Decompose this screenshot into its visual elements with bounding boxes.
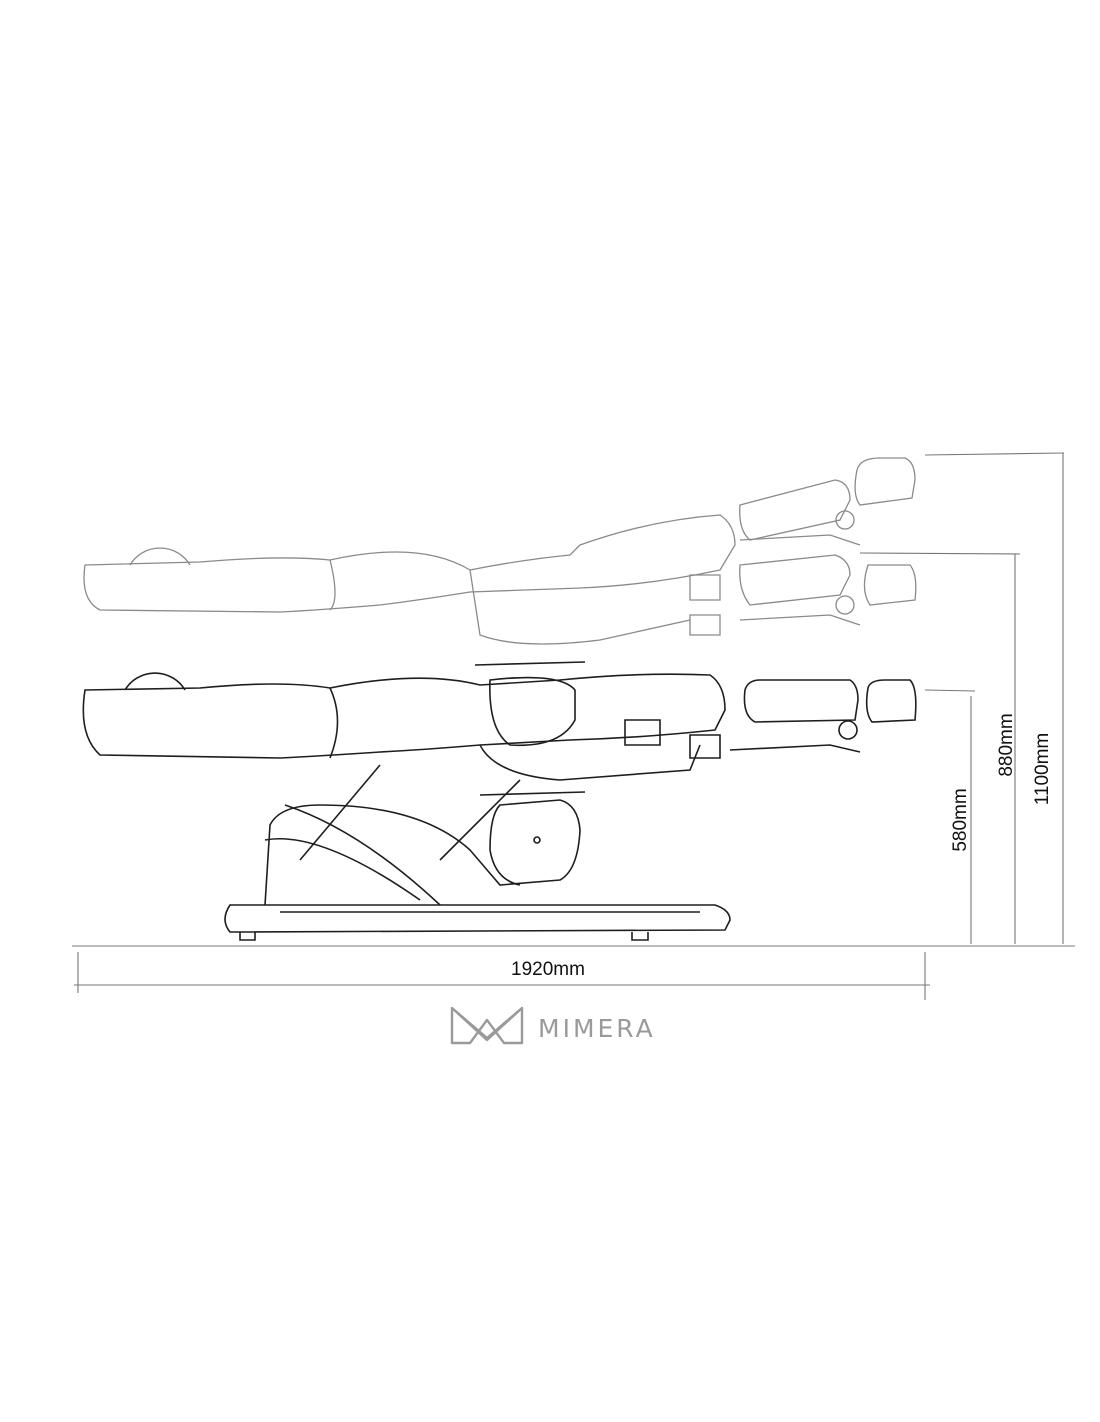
dimension-lines <box>72 452 1075 1000</box>
dimension-length-label: 1920mm <box>511 959 585 980</box>
dimension-mid-height-label: 880mm <box>996 713 1017 776</box>
dimension-min-height-label: 580mm <box>950 788 971 851</box>
chair-raised-position <box>83 457 917 645</box>
dimension-max-height-label: 1100mm <box>1032 733 1053 806</box>
mimera-logo-text: MIMERA <box>538 1014 656 1043</box>
mimera-logo-icon <box>450 1006 524 1045</box>
mimera-logo: MIMERA <box>450 1006 656 1045</box>
chair-lowered-position <box>82 661 917 941</box>
